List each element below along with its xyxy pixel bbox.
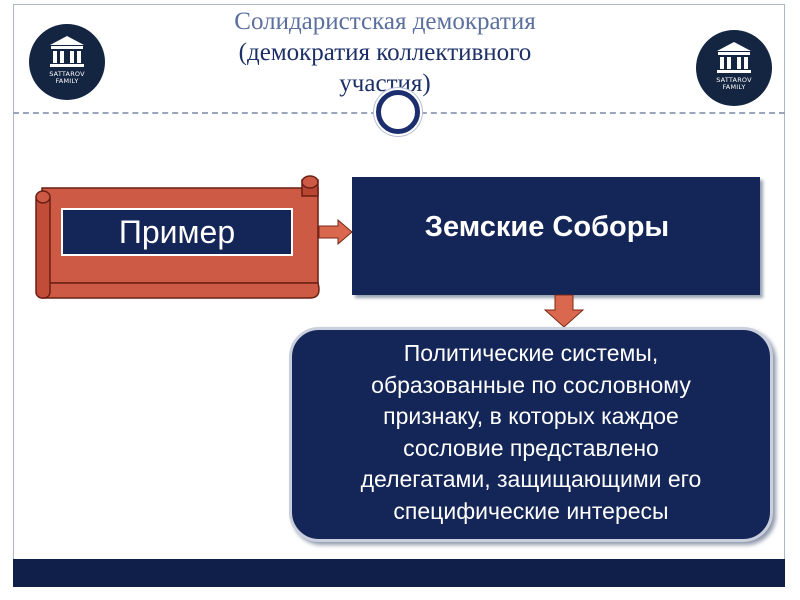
definition-box: Политические системы, образованные по со… bbox=[289, 327, 773, 542]
title-line-1: Солидаристская демократия bbox=[234, 8, 536, 35]
box-title: Земские Соборы bbox=[424, 211, 670, 243]
example-label: Пример bbox=[61, 208, 293, 256]
columns-icon bbox=[717, 42, 751, 73]
arrow-right-icon bbox=[318, 219, 353, 245]
definition-line: делегатами, защищающими его bbox=[360, 466, 702, 492]
zemskie-sobory-box: Земские Соборы bbox=[352, 177, 760, 295]
definition-line: сословие представлено bbox=[403, 434, 659, 461]
definition-line: образованные по сословному bbox=[371, 371, 691, 398]
header-ring-ornament bbox=[376, 90, 420, 134]
definition-text: Политические системы, образованные по со… bbox=[292, 338, 770, 527]
arrow-down-icon bbox=[544, 294, 584, 328]
title-line-2: (демократия коллективного bbox=[238, 39, 532, 66]
definition-line: Политические системы, bbox=[403, 340, 659, 366]
definition-line: специфические интересы bbox=[393, 497, 669, 524]
title-line-3: участия) bbox=[339, 70, 431, 97]
definition-line: признаку, в которых каждое bbox=[383, 403, 679, 429]
columns-icon bbox=[50, 36, 84, 67]
footer-bar bbox=[13, 559, 785, 587]
slide-title: Солидаристская демократия (демократия ко… bbox=[150, 6, 620, 99]
